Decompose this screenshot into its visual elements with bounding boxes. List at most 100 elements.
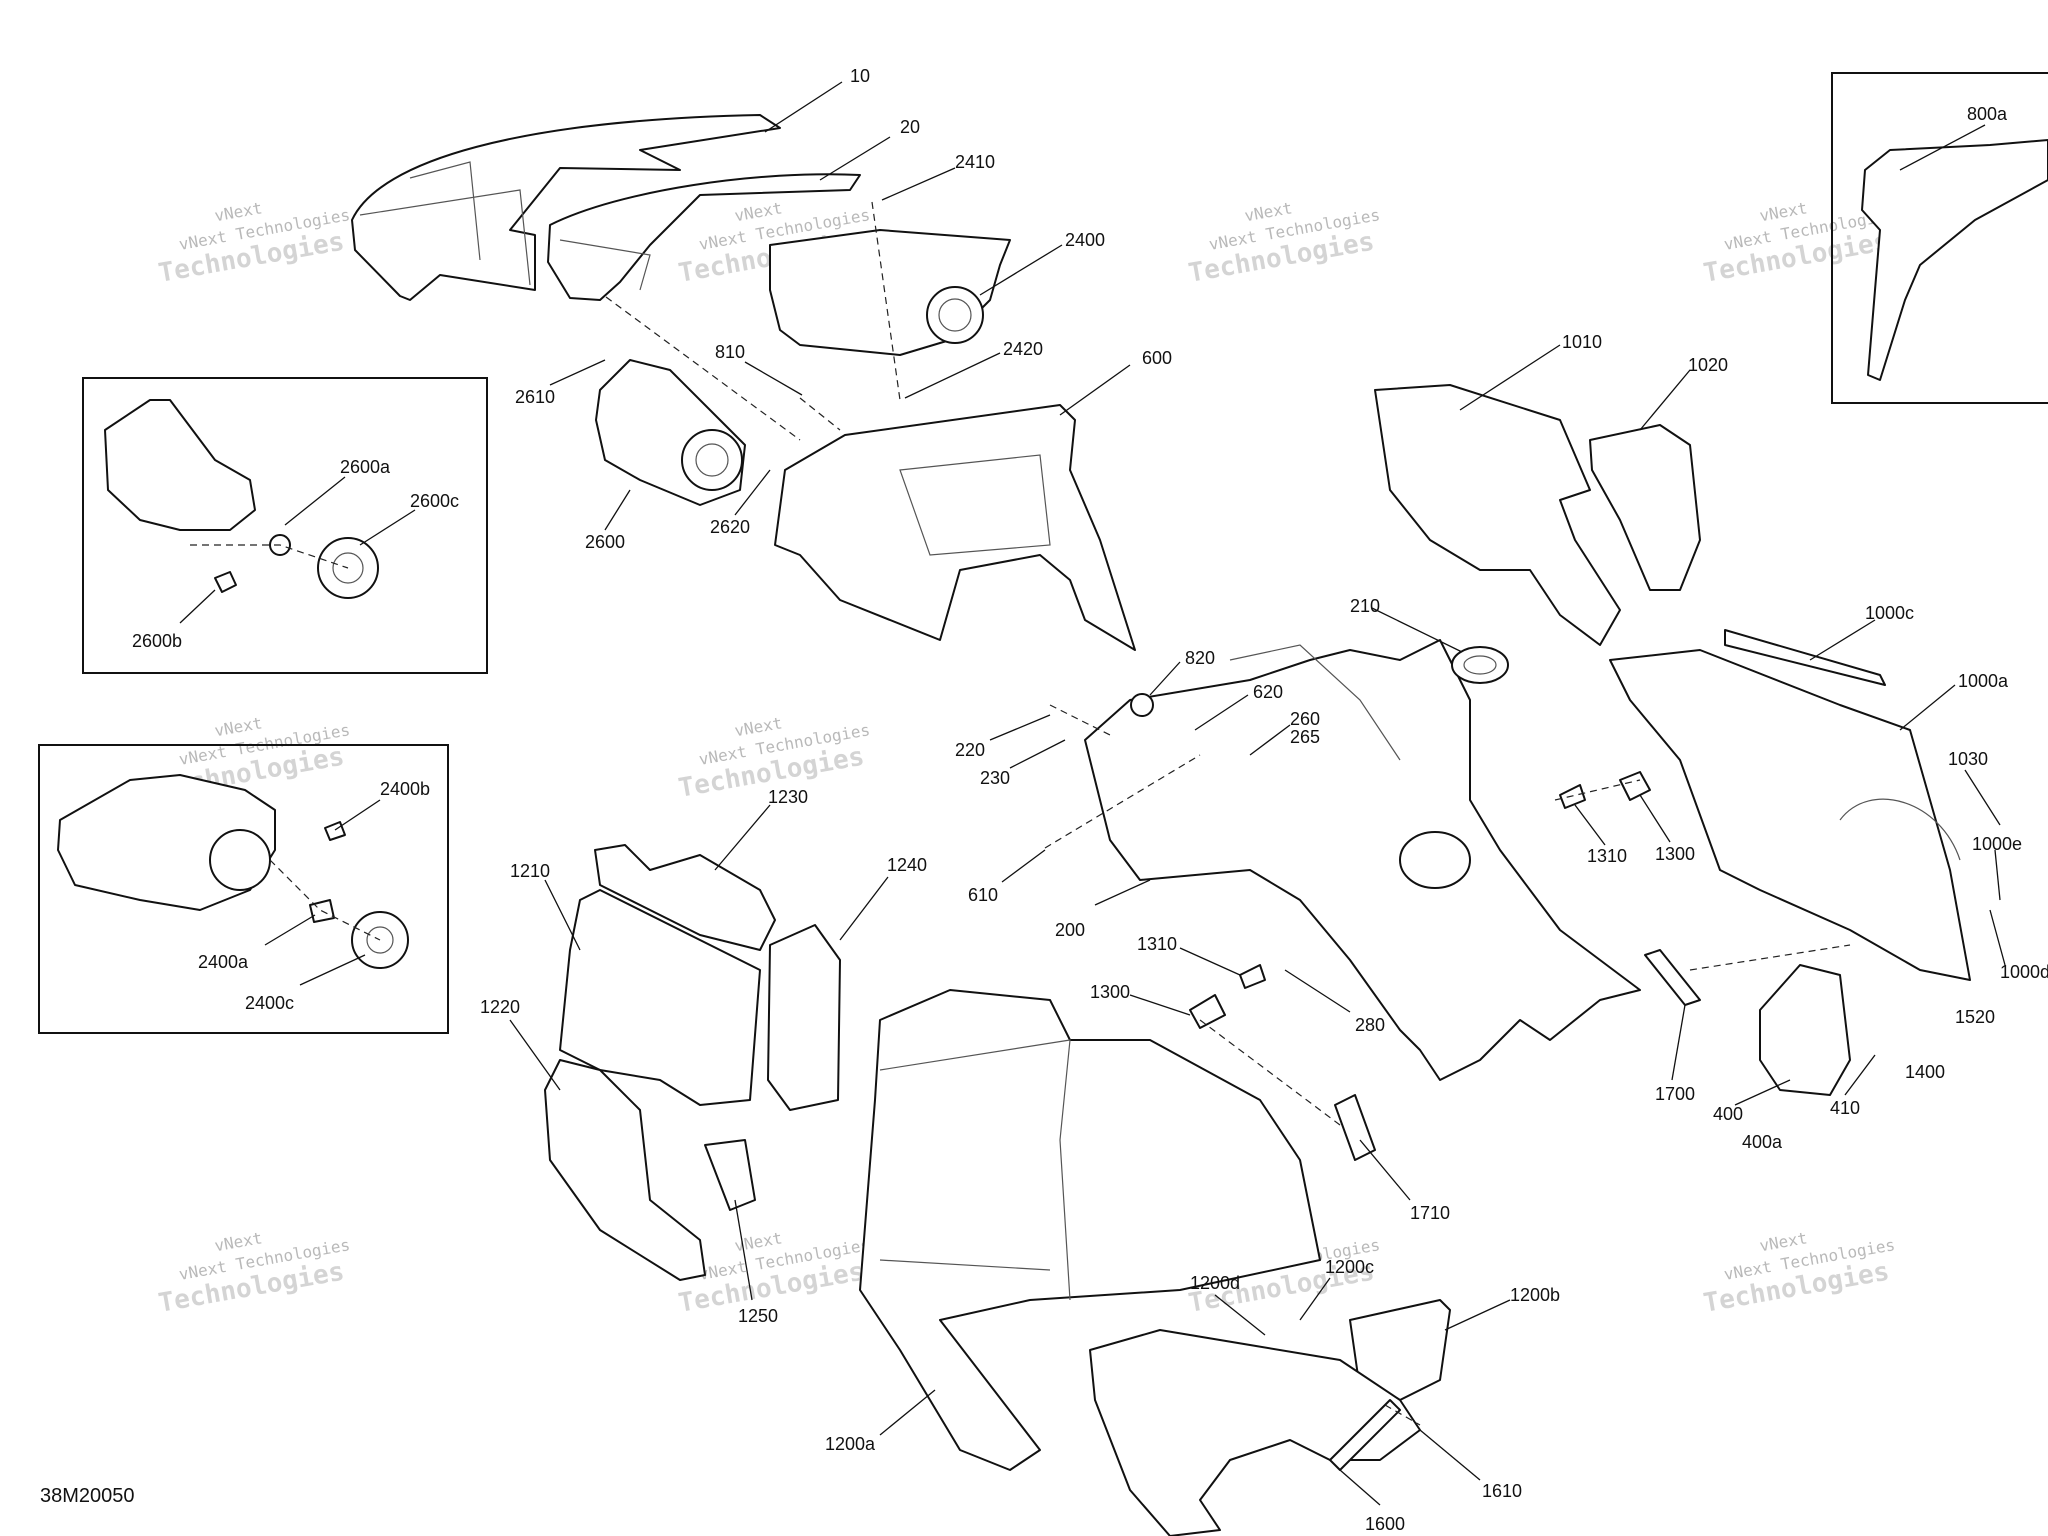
inset-box-800a: [1831, 72, 2048, 404]
label-1610: 1610: [1482, 1481, 1522, 1501]
label-820: 820: [1185, 648, 1215, 668]
inset-2600-socket: [214, 571, 237, 593]
label-1310-a: 1310: [1587, 846, 1627, 866]
label-1200b: 1200b: [1510, 1285, 1560, 1305]
leader-1250: [734, 1199, 753, 1301]
leader-2600a: [284, 476, 346, 526]
inset-2600-cover-inner: [332, 552, 364, 584]
label-2620: 2620: [710, 517, 750, 537]
part-1000a-detail: [1839, 798, 1961, 861]
label-280: 280: [1355, 1015, 1385, 1035]
leader-610: [1001, 849, 1046, 883]
label-810: 810: [715, 342, 745, 362]
part-2600-lens: [681, 429, 743, 491]
leader-1200c: [1299, 1277, 1331, 1321]
leader-1000a: [1899, 684, 1956, 731]
leader-1310-b: [1179, 947, 1241, 976]
leader-lines: [179, 81, 2006, 1506]
label-220: 220: [955, 740, 985, 760]
label-1000e: 1000e: [1972, 834, 2022, 854]
leader-1710: [1359, 1139, 1411, 1201]
leader-10: [764, 81, 843, 133]
label-2400b: 2400b: [380, 779, 430, 799]
part-1310-clip-b: [1239, 964, 1266, 989]
leader-1230: [714, 804, 771, 871]
label-2400a: 2400a: [198, 952, 249, 972]
dash-2610: [605, 296, 801, 441]
label-2610: 2610: [515, 387, 555, 407]
part-1000a-fairing: [1609, 649, 1971, 981]
dash-1600: [1384, 1404, 1421, 1426]
label-2600c: 2600c: [410, 491, 459, 511]
part-200-console: [1084, 639, 1641, 1081]
part-600-support: [774, 404, 1136, 651]
watermark-3: vNext vNext Technologies Technologies: [1186, 198, 1381, 289]
label-1300-b: 1300: [1090, 982, 1130, 1002]
label-600: 600: [1142, 348, 1172, 368]
part-400-bracket: [1759, 964, 1851, 1096]
label-400a: 400a: [1742, 1132, 1783, 1152]
leader-2620: [734, 469, 771, 516]
leader-1240: [839, 876, 889, 941]
leader-1200b: [1444, 1299, 1511, 1331]
dash-2600-inset: [190, 544, 349, 569]
label-2410: 2410: [955, 152, 995, 172]
leader-200: [1094, 879, 1151, 906]
leader-1610: [1419, 1429, 1481, 1481]
part-2400-lens: [926, 286, 984, 344]
leader-1010: [1459, 344, 1561, 411]
label-1710: 1710: [1410, 1203, 1450, 1223]
part-1000c-trim: [1724, 629, 1886, 686]
leader-1310-a: [1574, 804, 1606, 846]
leader-1020: [1639, 369, 1691, 431]
leader-2610: [549, 359, 606, 386]
leader-1210: [544, 879, 581, 951]
part-10-detail: [359, 161, 531, 286]
leader-1300-b: [1129, 994, 1191, 1016]
inset-box-2400: [38, 744, 449, 1034]
label-1200c: 1200c: [1325, 1257, 1374, 1277]
leader-1000c: [1809, 619, 1876, 661]
diagram-code: 38M20050: [40, 1485, 135, 1507]
part-1020-panel: [1589, 424, 1701, 591]
label-1020: 1020: [1688, 355, 1728, 375]
leader-260: [1249, 724, 1291, 756]
leader-2400: [979, 244, 1063, 296]
leader-410: [1844, 1054, 1876, 1096]
label-1700: 1700: [1655, 1084, 1695, 1104]
label-1250: 1250: [738, 1306, 778, 1326]
label-200: 200: [1055, 920, 1085, 940]
label-260: 260: [1290, 709, 1320, 729]
label-1000d: 1000d: [2000, 962, 2048, 982]
label-1600: 1600: [1365, 1514, 1405, 1534]
label-2420: 2420: [1003, 339, 1043, 359]
leader-230: [1009, 739, 1066, 769]
part-1310-clip-a: [1559, 784, 1586, 809]
label-2400c: 2400c: [245, 993, 294, 1013]
label-2400: 2400: [1065, 230, 1105, 250]
leader-1000d: [1989, 909, 2006, 966]
leader-800a: [1899, 124, 1986, 171]
leader-2600c: [359, 509, 416, 546]
part-1220-panel: [544, 1059, 706, 1281]
part-1300-clip-b: [1189, 994, 1226, 1029]
part-820-grommet: [1130, 693, 1154, 717]
leader-210: [1371, 607, 1463, 653]
leader-1700: [1671, 1004, 1686, 1081]
part-1250-panel: [704, 1139, 756, 1211]
part-1300-clip-a: [1619, 771, 1651, 801]
label-210: 210: [1350, 596, 1380, 616]
label-1520: 1520: [1955, 1007, 1995, 1027]
part-1600-bar: [1329, 1399, 1401, 1471]
label-1300-a: 1300: [1655, 844, 1695, 864]
leader-1000e: [1994, 849, 2001, 901]
label-20: 20: [900, 117, 920, 137]
label-230: 230: [980, 768, 1010, 788]
part-1200a-detail: [879, 1039, 1071, 1301]
leader-2410: [881, 167, 956, 201]
label-400: 400: [1713, 1104, 1743, 1124]
callout-labels: 10 20 2410 2400 810 2420 600 2610 2600 2…: [132, 66, 2048, 1534]
watermark-9: vNext vNext Technologies Technologies: [156, 1228, 351, 1319]
part-shapes: [57, 114, 2048, 1536]
